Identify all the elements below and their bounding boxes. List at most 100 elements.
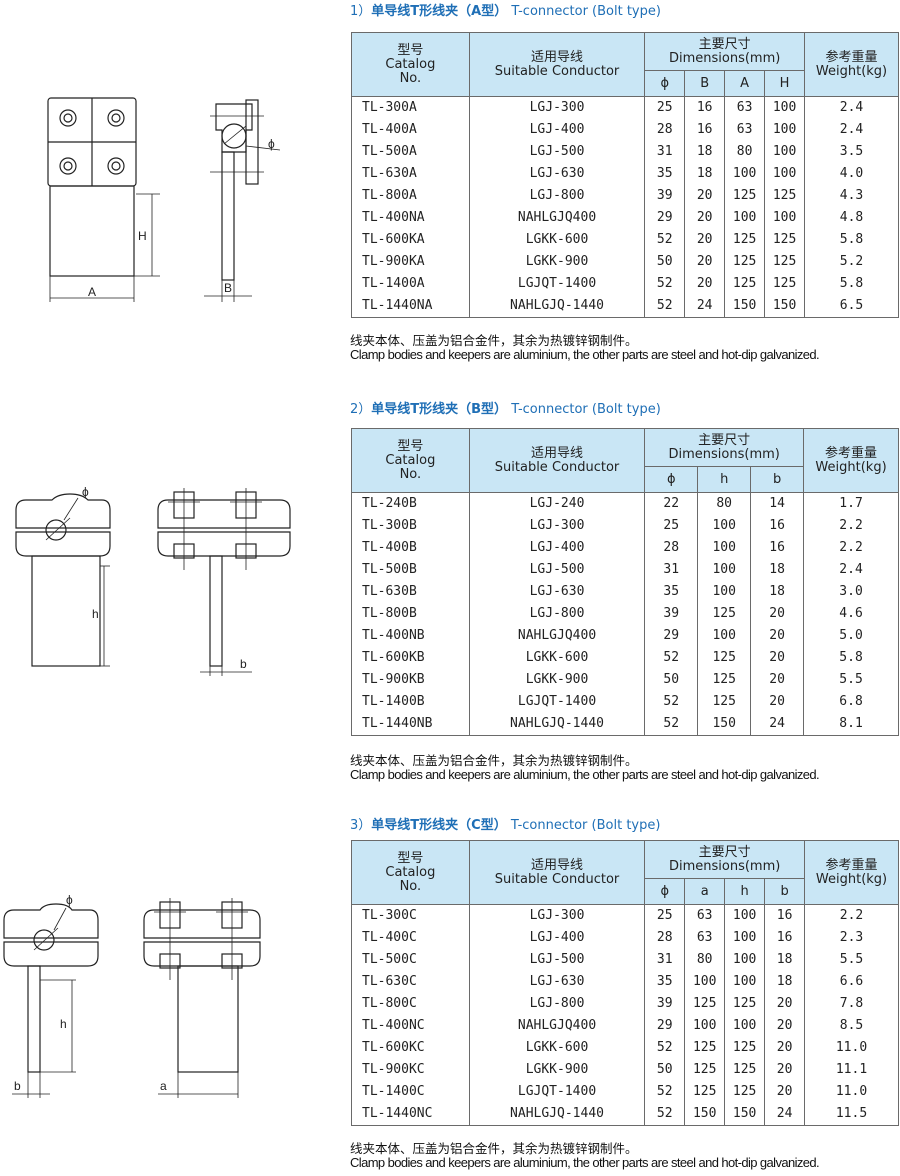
table-cell: 16 [764,904,806,927]
table-cell: LGJ-400 [468,537,646,559]
header-dimensions-line: 主要尺寸 [698,432,751,448]
table-cell: TL-1440NB [351,713,470,736]
table-cell: LGJ-800 [468,993,646,1015]
table-cell: 100 [764,163,806,185]
table-cell: 125 [724,273,766,295]
table-cell: 2.2 [804,904,899,927]
table-cell: 2.4 [804,119,899,141]
header-catalog-line: Catalog [385,864,436,880]
table-cell: LGKK-600 [468,229,646,251]
table-cell: 35 [644,581,699,603]
table-cell: LGJ-300 [468,515,646,537]
table-cell: TL-900KC [351,1059,470,1081]
header-catalog-line: 型号 [397,438,424,454]
table-cell: TL-1400C [351,1081,470,1103]
table-cell: LGJQT-1400 [468,691,646,713]
table-cell: TL-1400A [351,273,470,295]
table-cell: 100 [697,559,752,581]
table-cell: 125 [724,1059,766,1081]
section-c: 3）单导线T形线夹（C型） T-connector (Bolt type) 型号… [350,814,900,1176]
table-cell: 18 [764,949,806,971]
table-cell: TL-800C [351,993,470,1015]
table-cell: 7.8 [804,993,899,1015]
table-cell: 150 [684,1103,726,1126]
table-cell: 18 [684,141,726,163]
table-cell: 20 [764,1015,806,1037]
header-catalog-line: Catalog [385,452,436,468]
table-cell: 125 [697,603,752,625]
header-weight-line: 参考重量 [825,445,878,461]
table-cell: 63 [724,96,766,119]
header-catalog-line: 型号 [397,42,424,58]
table-cell: LGKK-900 [468,1059,646,1081]
section-title-en: T-connector (Bolt type) [510,818,661,833]
table-cell: 25 [644,515,699,537]
table-cell: TL-600KA [351,229,470,251]
table-cell: TL-400C [351,927,470,949]
table-cell: 100 [724,971,766,993]
table-cell: 125 [697,647,752,669]
table-cell: LGKK-600 [468,647,646,669]
section-title: 1）单导线T形线夹（A型） T-connector (Bolt type) [350,0,661,19]
note-cn: 线夹本体、压盖为铝合金件，其余为热镀锌钢制件。 [350,753,638,768]
table-cell: 20 [684,207,726,229]
table-cell: TL-630B [351,581,470,603]
note-en: Clamp bodies and keepers are aluminium, … [350,347,820,362]
table-cell: LGJ-300 [468,904,646,927]
table-cell: TL-1400B [351,691,470,713]
table-cell: 14 [750,492,805,515]
table-cell: 52 [644,229,686,251]
table-cell: TL-1440NA [351,295,470,318]
table-cell: 20 [750,603,805,625]
table-cell: 16 [750,537,805,559]
header-dim-col: ϕ [644,70,686,97]
table-cell: TL-300A [351,96,470,119]
table-cell: 100 [724,207,766,229]
header-conductor-line: 适用导线 [531,445,584,461]
table-cell: 20 [750,647,805,669]
table-cell: 5.5 [804,949,899,971]
table-cell: 125 [697,691,752,713]
table-cell: 63 [684,904,726,927]
table-cell: TL-900KB [351,669,470,691]
table-cell: 18 [750,559,805,581]
table-cell: 80 [697,492,752,515]
section-note: 线夹本体、压盖为铝合金件，其余为热镀锌钢制件。 Clamp bodies and… [350,1142,820,1170]
table-cell: TL-800B [351,603,470,625]
table-cell: 4.0 [804,163,899,185]
header-catalog-line: No. [399,466,422,482]
table-cell: NAHLGJQ400 [468,625,646,647]
table-cell: 150 [724,1103,766,1126]
table-cell: 150 [724,295,766,318]
table-cell: LGJ-400 [468,927,646,949]
drawing-a-label-a: A [88,285,96,299]
table-cell: LGJ-630 [468,163,646,185]
table-cell: 63 [684,927,726,949]
table-cell: 29 [644,625,699,647]
table-cell: 31 [644,141,686,163]
header-conductor-line: Suitable Conductor [494,459,620,475]
table-cell: 35 [644,971,686,993]
drawing-c-label-b: b [14,1079,21,1093]
table-cell: 50 [644,1059,686,1081]
table-cell: 150 [764,295,806,318]
section-title-cn: 单导线T形线夹（A型） [371,4,508,19]
drawing-b-label-h: h [92,607,99,621]
table-cell: 2.2 [803,515,899,537]
header-dim-col: H [764,70,806,97]
table-cell: 150 [697,713,752,736]
note-cn: 线夹本体、压盖为铝合金件，其余为热镀锌钢制件。 [350,333,638,348]
